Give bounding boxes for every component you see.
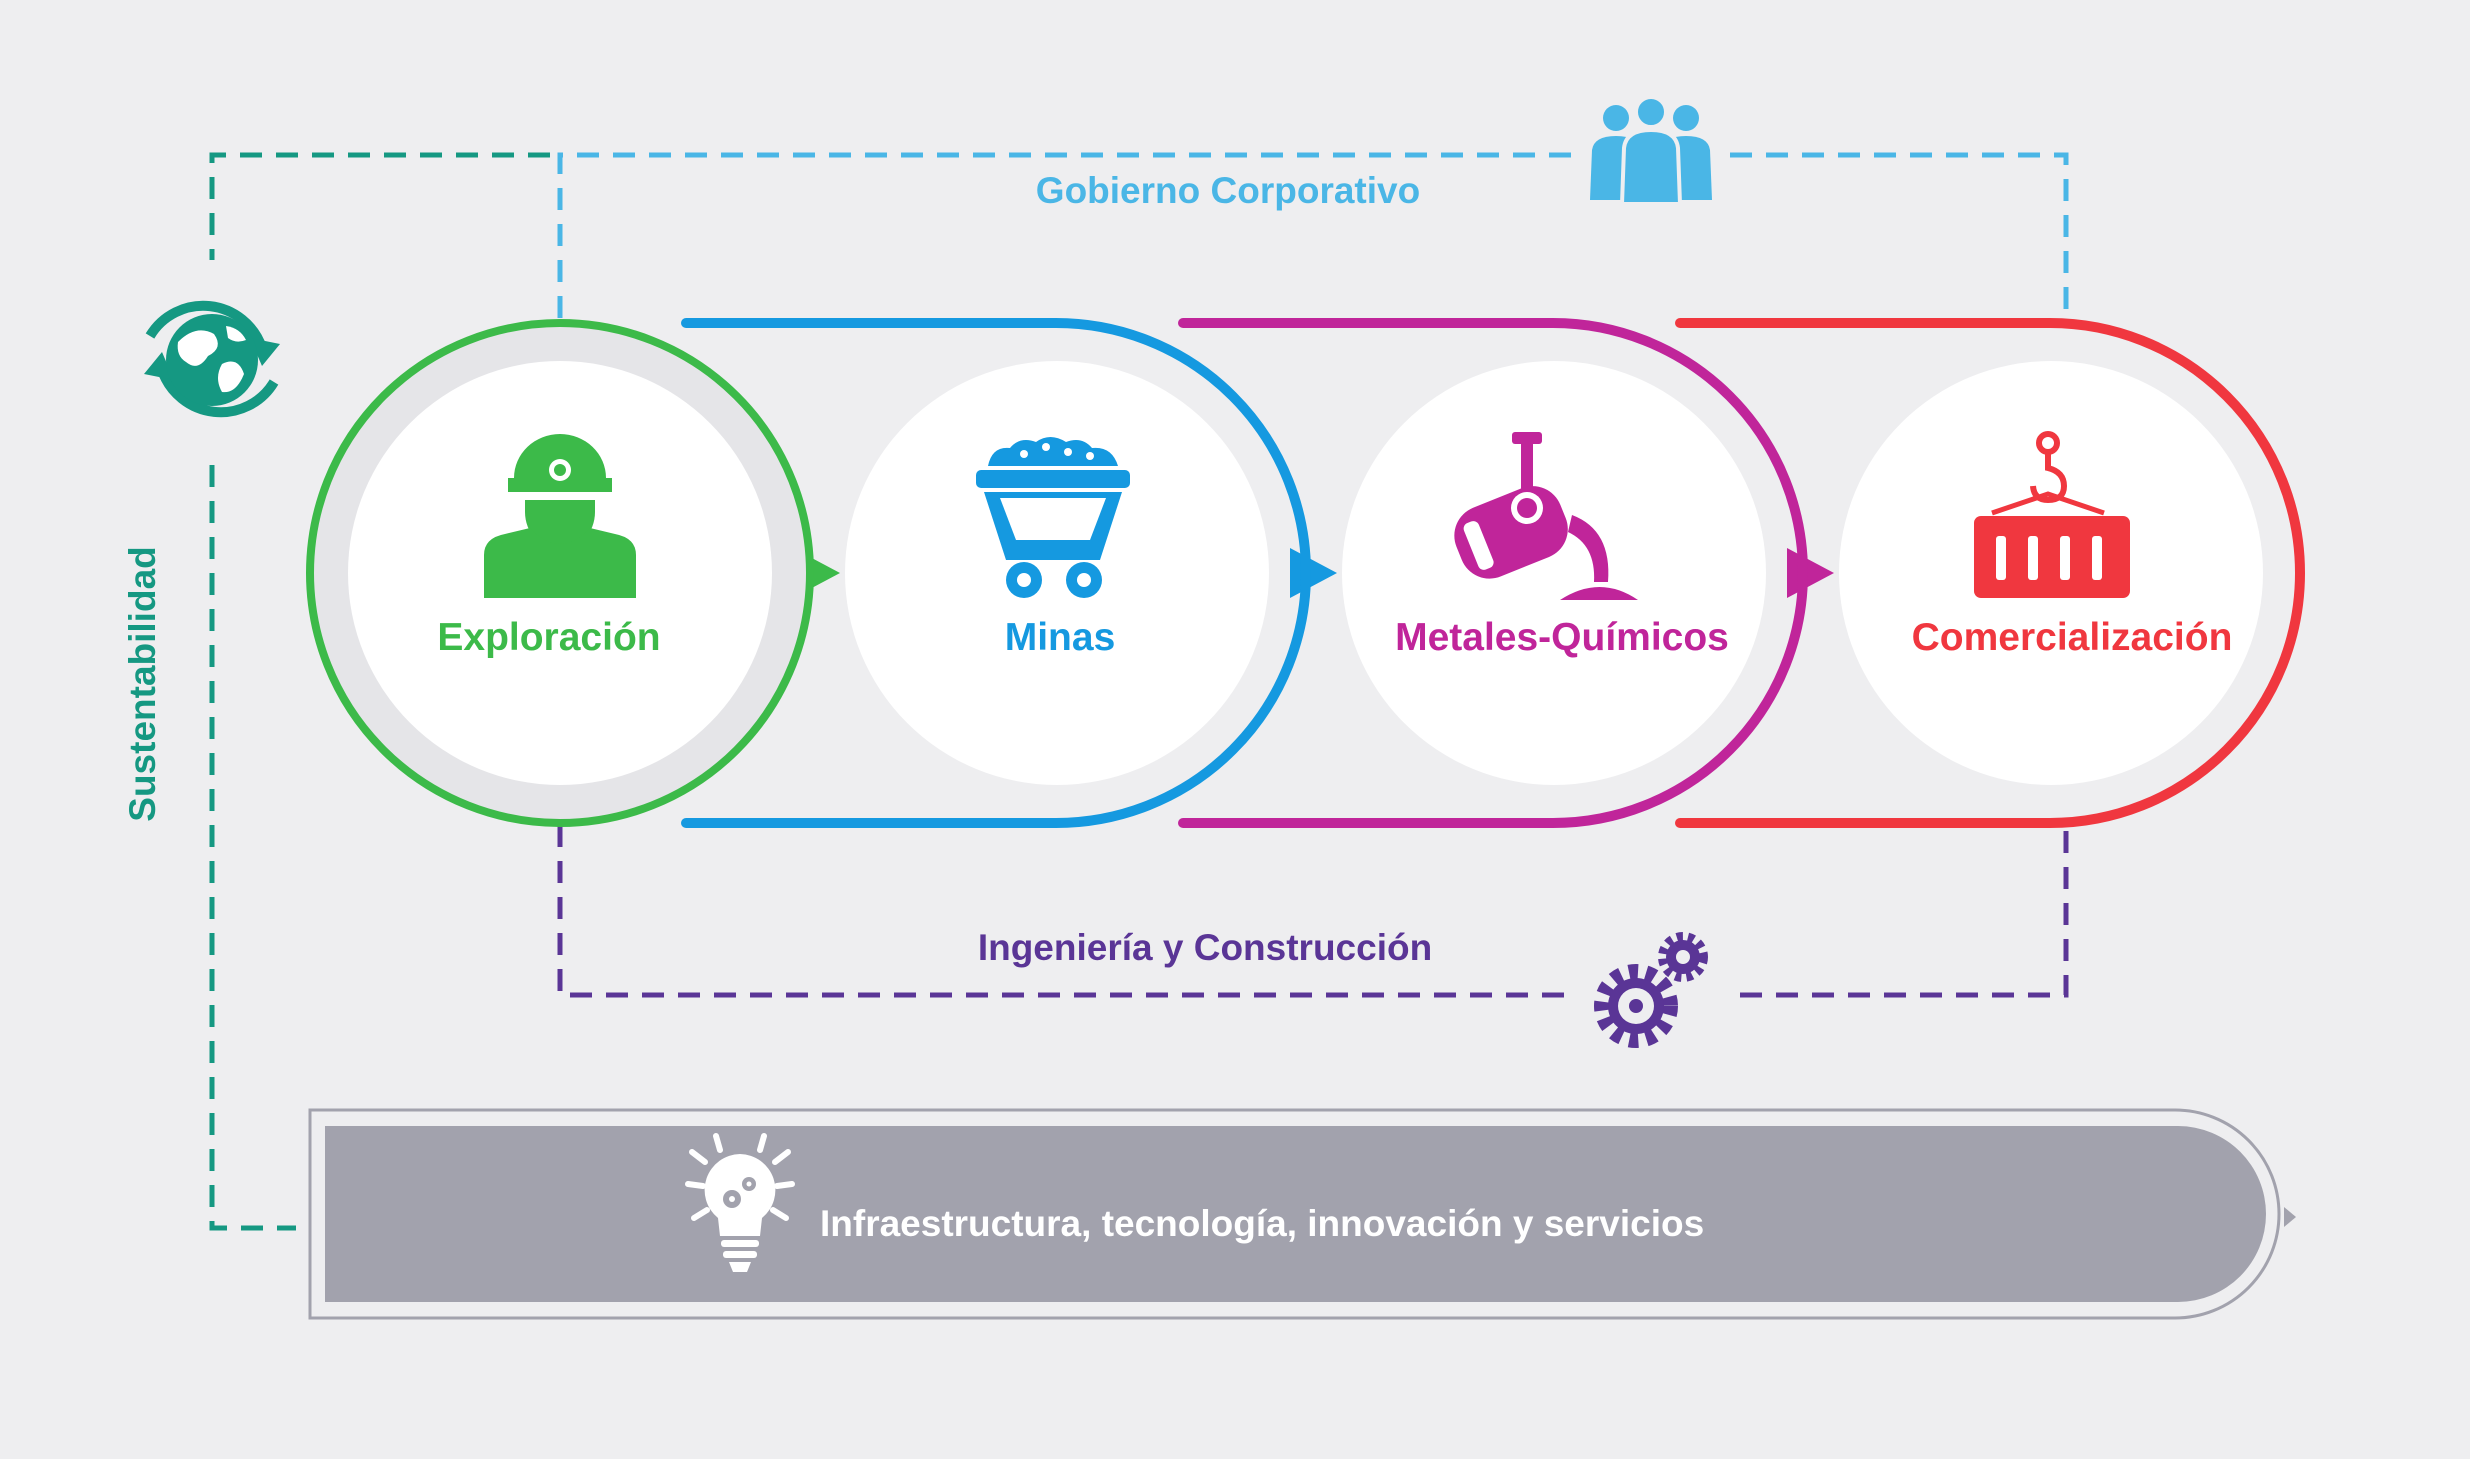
metals-disk <box>1342 361 1766 785</box>
shipping-container-icon <box>1974 431 2130 598</box>
governance-frame <box>557 152 2069 318</box>
smelting-ladle-icon <box>1454 432 1638 600</box>
stage-label-mines: Minas <box>1005 616 1116 659</box>
mines-track <box>681 318 1311 828</box>
sustainability-frame <box>209 152 550 1231</box>
base-bar-outline <box>308 1108 2281 1320</box>
base-bar <box>325 1126 2266 1302</box>
miner-icon <box>484 434 636 598</box>
base-bar-arrow <box>2284 1207 2296 1227</box>
engineering-frame <box>557 825 2069 998</box>
stage-label-commercialization: Comercialización <box>1912 616 2233 659</box>
gears-icon <box>1594 932 1708 1048</box>
stage-label-exploration: Exploración <box>437 616 660 659</box>
lightbulb-gears-icon <box>685 1133 795 1272</box>
sustainability-label: Sustentabilidad <box>122 546 163 821</box>
commercialization-arrow <box>1787 548 1834 598</box>
engineering-label: Ingeniería y Construcción <box>978 927 1432 968</box>
metals-track <box>1178 318 1808 828</box>
mine-cart-icon <box>976 437 1130 598</box>
metals-arrow <box>1290 548 1337 598</box>
people-group-icon <box>1590 95 1712 206</box>
recycle-globe-icon <box>144 300 280 418</box>
commercialization-track <box>1675 318 2305 828</box>
base-bar-label: Infraestructura, tecnología, innovación … <box>820 1203 1704 1244</box>
governance-label: Gobierno Corporativo <box>1036 170 1420 211</box>
mines-disk <box>845 361 1269 785</box>
stage-label-metals: Metales-Químicos <box>1395 616 1729 659</box>
